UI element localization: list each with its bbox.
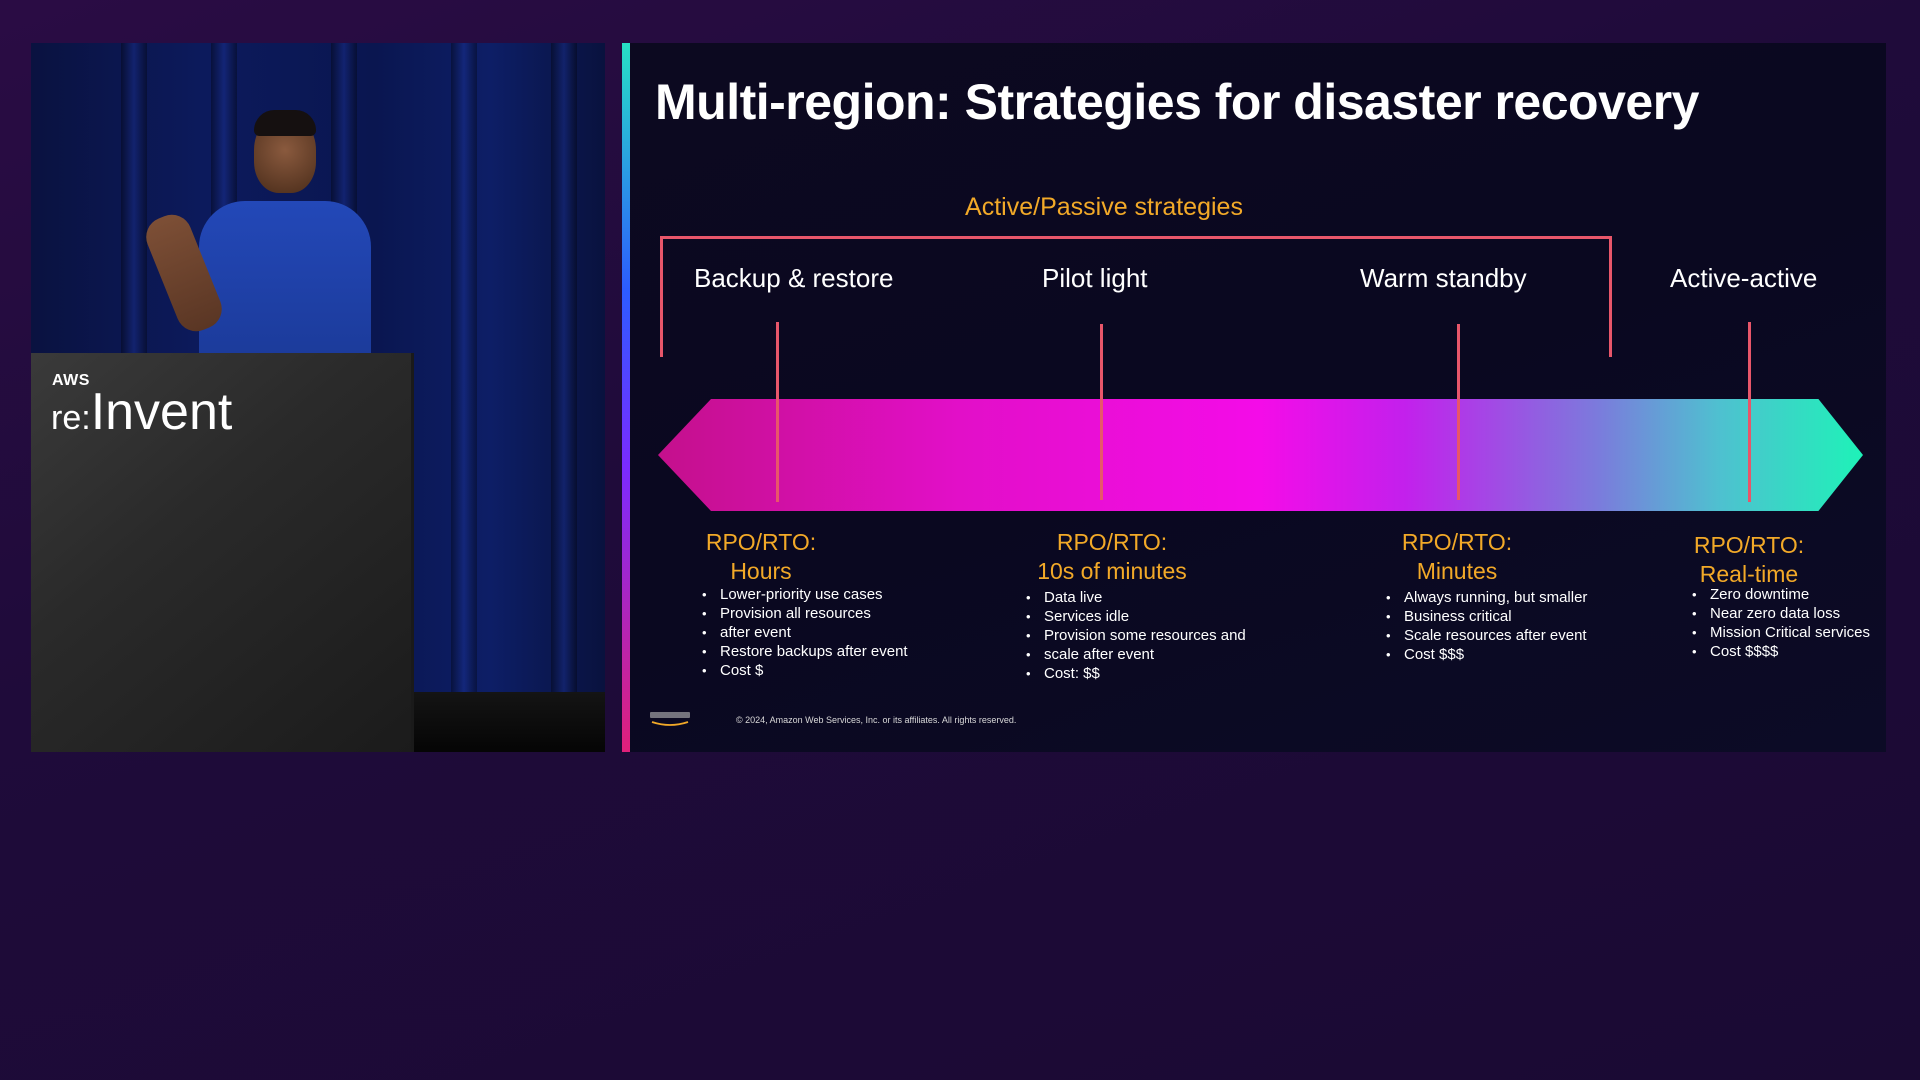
rpo-value: Minutes — [1416, 558, 1498, 584]
list-item: Mission Critical services — [1692, 623, 1870, 642]
speaker-video: AWS re:Invent — [31, 43, 605, 752]
strategy-warm-standby: Warm standby — [1360, 263, 1527, 293]
spectrum-arrow — [658, 399, 1863, 511]
strategy-active-active: Active-active — [1670, 263, 1818, 293]
rpo-value: 10s of minutes — [1037, 558, 1187, 584]
rpo-heading-pilot: RPO/RTO: 10s of minutes — [1022, 528, 1202, 586]
list-item: scale after event — [1026, 645, 1246, 664]
rpo-label: RPO/RTO: — [1693, 532, 1805, 558]
rpo-heading-active: RPO/RTO: Real-time — [1684, 531, 1814, 589]
presentation-slide: Multi-region: Strategies for disaster re… — [622, 43, 1886, 752]
bullets-pilot: Data live Services idle Provision some r… — [1026, 588, 1246, 683]
list-item: Cost $ — [702, 661, 908, 680]
curtain-fold — [451, 43, 477, 752]
rpo-value: Real-time — [1699, 561, 1799, 587]
bullets-warm: Always running, but smaller Business cri… — [1386, 588, 1587, 664]
list-item: Cost $$$$ — [1692, 642, 1870, 661]
strategy-pilot-light: Pilot light — [1042, 263, 1148, 293]
rpo-heading-warm: RPO/RTO: Minutes — [1392, 528, 1522, 586]
copyright-notice: © 2024, Amazon Web Services, Inc. or its… — [736, 715, 1017, 725]
bullets-active: Zero downtime Near zero data loss Missio… — [1692, 585, 1870, 661]
list-item: Business critical — [1386, 607, 1587, 626]
list-item: Provision some resources and — [1026, 626, 1246, 645]
list-item: Near zero data loss — [1692, 604, 1870, 623]
list-item: after event — [702, 623, 908, 642]
strategy-backup-restore: Backup & restore — [694, 263, 894, 293]
list-item: Provision all resources — [702, 604, 908, 623]
rpo-label: RPO/RTO: — [1401, 529, 1513, 555]
brand-re: re: — [51, 399, 91, 437]
tick-pilot-light — [1100, 324, 1103, 500]
list-item: Cost: $$ — [1026, 664, 1246, 683]
list-item: Services idle — [1026, 607, 1246, 626]
rpo-label: RPO/RTO: — [705, 529, 817, 555]
brand-wordmark: re:Invent — [51, 383, 232, 441]
list-item: Restore backups after event — [702, 642, 908, 661]
list-item-continuation: after event — [720, 624, 791, 641]
bullets-backup: Lower-priority use cases Provision all r… — [702, 585, 908, 680]
slide-accent-bar — [622, 43, 630, 752]
slide-title: Multi-region: Strategies for disaster re… — [655, 74, 1699, 130]
rpo-value: Hours — [730, 558, 792, 584]
curtain-fold — [551, 43, 577, 752]
reinvent-logo: AWS re:Invent — [51, 373, 232, 441]
brand-aws: AWS — [52, 372, 90, 389]
list-item: Cost $$$ — [1386, 645, 1587, 664]
list-item: Zero downtime — [1692, 585, 1870, 604]
speaker-hair — [254, 110, 316, 136]
active-passive-bracket — [660, 236, 1612, 357]
list-item: Scale resources after event — [1386, 626, 1587, 645]
list-item: Lower-priority use cases — [702, 585, 908, 604]
brand-invent: Invent — [90, 383, 233, 441]
tick-active-active — [1748, 322, 1751, 502]
rpo-heading-backup: RPO/RTO: Hours — [696, 528, 826, 586]
rpo-label: RPO/RTO: — [1056, 529, 1168, 555]
tick-backup-restore — [776, 322, 779, 502]
list-item: Data live — [1026, 588, 1246, 607]
tick-warm-standby — [1457, 324, 1460, 500]
list-item: Always running, but smaller — [1386, 588, 1587, 607]
podium: AWS re:Invent — [31, 353, 414, 752]
active-passive-label: Active/Passive strategies — [965, 193, 1243, 221]
footer-logo-icon — [650, 712, 690, 726]
